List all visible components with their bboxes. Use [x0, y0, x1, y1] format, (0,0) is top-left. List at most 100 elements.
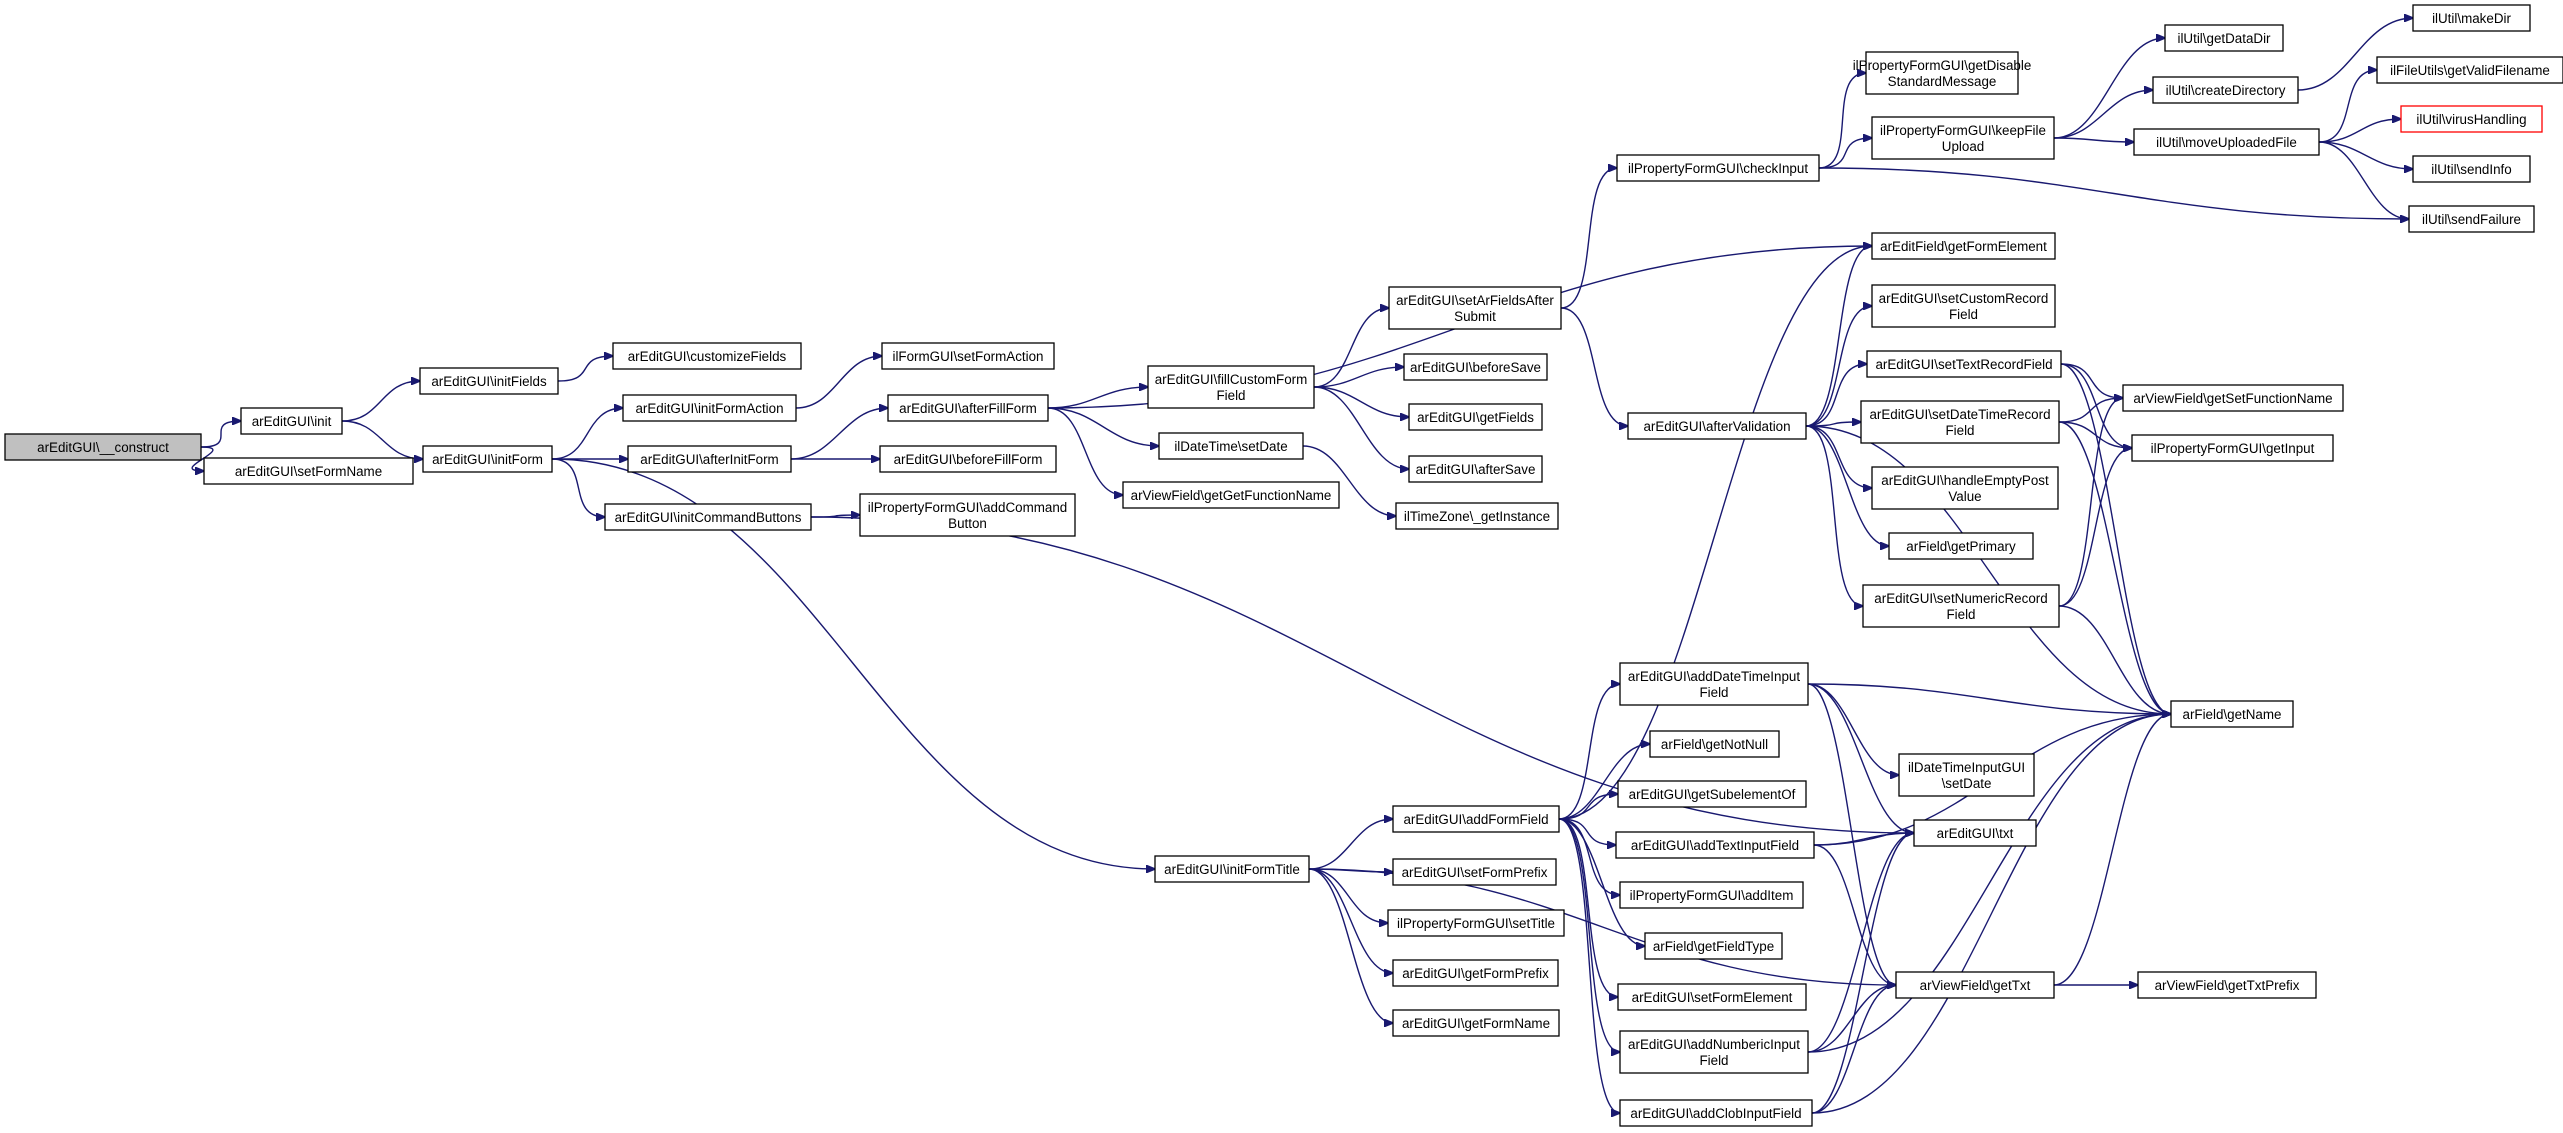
node-box-initForm[interactable] [422, 445, 553, 473]
node-initFields[interactable]: arEditGUI\initFields [419, 367, 559, 395]
node-box-addCommandButton[interactable] [859, 493, 1076, 537]
node-getDisableStandardMessage[interactable]: ilPropertyFormGUI\getDisableStandardMess… [1853, 51, 2032, 95]
node-box-customizeFields[interactable] [612, 342, 802, 370]
node-getFormName[interactable]: arEditGUI\getFormName [1392, 1009, 1560, 1037]
node-box-setNumericRecordField[interactable] [1862, 584, 2060, 628]
node-ilDateTimeInputSetDate[interactable]: ilDateTimeInputGUI\setDate [1898, 753, 2035, 797]
node-createDirectory[interactable]: ilUtil\createDirectory [2152, 76, 2299, 104]
node-beforeFillForm[interactable]: arEditGUI\beforeFillForm [879, 445, 1057, 473]
node-box-initCommandButtons[interactable] [604, 503, 812, 531]
node-initFormTitle[interactable]: arEditGUI\initFormTitle [1154, 855, 1310, 883]
node-getTxt[interactable]: arViewField\getTxt [1895, 971, 2055, 999]
node-box-getFieldType[interactable] [1644, 932, 1783, 960]
node-box-initFormAction[interactable] [622, 394, 797, 422]
node-box-addFormField[interactable] [1392, 805, 1560, 833]
node-ilFormSetFormAction[interactable]: ilFormGUI\setFormAction [881, 342, 1055, 370]
node-box-setArFieldsAfterSubmit[interactable] [1388, 286, 1562, 330]
node-moveUploadedFile[interactable]: ilUtil\moveUploadedFile [2133, 128, 2320, 156]
node-box-getPrimary[interactable] [1888, 532, 2034, 560]
node-box-fillCustomFormField[interactable] [1147, 365, 1315, 409]
node-getPrimary[interactable]: arField\getPrimary [1888, 532, 2034, 560]
node-initForm[interactable]: arEditGUI\initForm [422, 445, 553, 473]
node-box-afterFillForm[interactable] [887, 394, 1049, 422]
node-initCommandButtons[interactable]: arEditGUI\initCommandButtons [604, 503, 812, 531]
node-box-getInput[interactable] [2131, 434, 2334, 462]
node-sendInfo[interactable]: ilUtil\sendInfo [2412, 155, 2531, 183]
node-setFormElement[interactable]: arEditGUI\setFormElement [1617, 983, 1807, 1011]
node-customizeFields[interactable]: arEditGUI\customizeFields [612, 342, 802, 370]
node-box-getFormName[interactable] [1392, 1009, 1560, 1037]
node-txt[interactable]: arEditGUI\txt [1913, 819, 2037, 847]
node-box-addClobInputField[interactable] [1619, 1099, 1813, 1127]
node-box-getName[interactable] [2170, 700, 2294, 728]
node-getInput[interactable]: ilPropertyFormGUI\getInput [2131, 434, 2334, 462]
node-box-txt[interactable] [1913, 819, 2037, 847]
node-sendFailure[interactable]: ilUtil\sendFailure [2408, 205, 2535, 233]
node-box-makeDir[interactable] [2412, 4, 2531, 32]
node-box-sendFailure[interactable] [2408, 205, 2535, 233]
node-getNotNull[interactable]: arField\getNotNull [1649, 730, 1780, 758]
node-initFormAction[interactable]: arEditGUI\initFormAction [622, 394, 797, 422]
node-box-afterSave[interactable] [1408, 455, 1543, 483]
node-getSetFunctionName[interactable]: arViewField\getSetFunctionName [2122, 384, 2344, 412]
node-box-setFormName[interactable] [203, 457, 414, 485]
node-construct[interactable]: arEditGUI\__construct [4, 433, 202, 461]
node-setTitle[interactable]: ilPropertyFormGUI\setTitle [1387, 909, 1565, 937]
node-box-sendInfo[interactable] [2412, 155, 2531, 183]
node-box-getSetFunctionName[interactable] [2122, 384, 2344, 412]
node-setTextRecordField[interactable]: arEditGUI\setTextRecordField [1866, 350, 2062, 378]
node-box-setTextRecordField[interactable] [1866, 350, 2062, 378]
node-box-afterInitForm[interactable] [627, 445, 792, 473]
node-box-addDateTimeInputField[interactable] [1619, 662, 1809, 706]
node-box-beforeSave[interactable] [1403, 353, 1548, 381]
node-getFieldType[interactable]: arField\getFieldType [1644, 932, 1783, 960]
node-getFormElement[interactable]: arEditField\getFormElement [1871, 232, 2056, 260]
node-box-getValidFilename[interactable] [2376, 56, 2563, 84]
node-box-ilDateTimeSetDate[interactable] [1158, 432, 1304, 460]
node-init[interactable]: arEditGUI\init [240, 407, 343, 435]
node-getFields[interactable]: arEditGUI\getFields [1408, 403, 1543, 431]
node-afterFillForm[interactable]: arEditGUI\afterFillForm [887, 394, 1049, 422]
node-afterInitForm[interactable]: arEditGUI\afterInitForm [627, 445, 792, 473]
node-beforeSave[interactable]: arEditGUI\beforeSave [1403, 353, 1548, 381]
node-box-init[interactable] [240, 407, 343, 435]
node-box-getNotNull[interactable] [1649, 730, 1780, 758]
node-box-moveUploadedFile[interactable] [2133, 128, 2320, 156]
node-setFormPrefix[interactable]: arEditGUI\setFormPrefix [1392, 858, 1557, 886]
node-ilTimeZoneGetInstance[interactable]: ilTimeZone\_getInstance [1395, 502, 1559, 530]
node-getDataDir[interactable]: ilUtil\getDataDir [2164, 24, 2284, 52]
node-getSubelementOf[interactable]: arEditGUI\getSubelementOf [1617, 780, 1807, 808]
node-checkInput[interactable]: ilPropertyFormGUI\checkInput [1616, 154, 1820, 182]
node-box-addNumbericInputField[interactable] [1619, 1030, 1809, 1074]
node-box-addTextInputField[interactable] [1615, 831, 1815, 859]
node-afterValidation[interactable]: arEditGUI\afterValidation [1627, 412, 1807, 440]
node-box-setFormElement[interactable] [1617, 983, 1807, 1011]
node-box-ilDateTimeInputSetDate[interactable] [1898, 753, 2035, 797]
node-box-getTxtPrefix[interactable] [2137, 971, 2317, 999]
node-addTextInputField[interactable]: arEditGUI\addTextInputField [1615, 831, 1815, 859]
node-box-initFields[interactable] [419, 367, 559, 395]
node-virusHandling[interactable]: ilUtil\virusHandling [2400, 105, 2543, 133]
node-getName[interactable]: arField\getName [2170, 700, 2294, 728]
node-ilDateTimeSetDate[interactable]: ilDateTime\setDate [1158, 432, 1304, 460]
node-box-ilTimeZoneGetInstance[interactable] [1395, 502, 1559, 530]
node-box-setCustomRecordField[interactable] [1871, 284, 2056, 328]
node-box-getFields[interactable] [1408, 403, 1543, 431]
node-box-afterValidation[interactable] [1627, 412, 1807, 440]
node-afterSave[interactable]: arEditGUI\afterSave [1408, 455, 1543, 483]
node-getTxtPrefix[interactable]: arViewField\getTxtPrefix [2137, 971, 2317, 999]
node-box-handleEmptyPostValue[interactable] [1871, 466, 2059, 510]
node-box-getSubelementOf[interactable] [1617, 780, 1807, 808]
node-addFormField[interactable]: arEditGUI\addFormField [1392, 805, 1560, 833]
node-box-getFormPrefix[interactable] [1392, 959, 1559, 987]
node-getGetFunctionName[interactable]: arViewField\getGetFunctionName [1122, 481, 1340, 509]
node-box-getGetFunctionName[interactable] [1122, 481, 1340, 509]
node-box-addItem[interactable] [1619, 881, 1804, 909]
